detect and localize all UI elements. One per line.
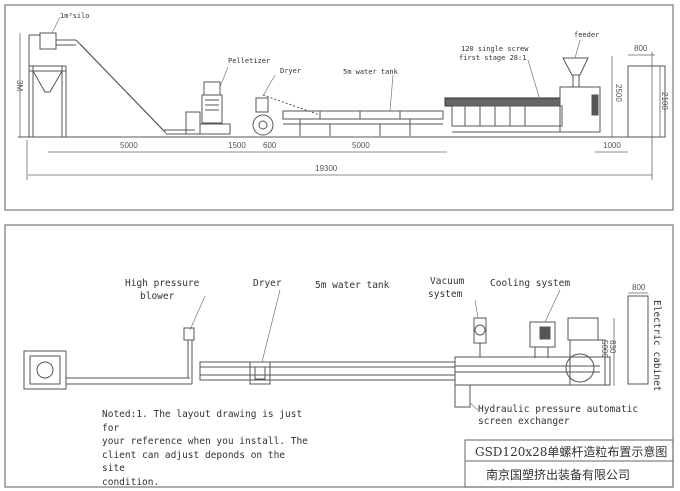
dim-d5: 1000 (603, 141, 621, 150)
label-plan-water-tank: 5m water tank (315, 280, 390, 291)
water-tank-drawing (282, 110, 444, 136)
label-feeder: feeder (574, 31, 600, 39)
dim-cabinet-height: 2100 (660, 92, 669, 110)
plan-dimension-lines (613, 292, 648, 386)
leader-lines (51, 16, 581, 411)
dim-cabinet-width: 800 (634, 44, 648, 53)
label-cabinet: Electric cabinet (651, 300, 662, 392)
label-plan-dryer: Dryer (253, 278, 282, 289)
dim-d4: 5000 (352, 141, 370, 150)
dim-d1: 5000 (120, 141, 138, 150)
label-screen-2: screen exchanger (478, 416, 570, 427)
plan-dryer-drawing (249, 361, 271, 385)
label-dryer: Dryer (280, 67, 302, 75)
label-screen-1: Hydraulic pressure automatic (478, 404, 639, 415)
dim-d2: 1500 (228, 141, 246, 150)
dim-plan-cabinet-width: 800 (632, 283, 646, 292)
label-screw-2: first stage 28:1 (459, 54, 527, 62)
label-screw-1: 120 single screw (461, 45, 529, 53)
label-vacuum-2: system (428, 289, 463, 300)
dryer-drawing (252, 94, 321, 136)
dim-silo-height: 3M (15, 80, 24, 92)
dim-d3: 600 (263, 141, 277, 150)
label-pelletizer: Pelletizer (228, 57, 271, 65)
label-blower-2: blower (140, 291, 175, 302)
plan-line-drawing (199, 317, 611, 408)
plan-blower-drawing (23, 327, 195, 390)
dim-total: 19300 (315, 164, 338, 173)
pelletizer-drawing (185, 81, 231, 135)
installation-note: Noted:1. The layout drawing is just for … (102, 409, 308, 488)
plan-frame (4, 224, 674, 488)
cabinet-drawing (627, 65, 666, 138)
dim-plan-width1: 830 (608, 340, 617, 354)
title-block-lines (464, 439, 674, 488)
company-name: 南京国塑挤出装备有限公司 (486, 468, 631, 482)
conveyor-drawing (75, 39, 195, 135)
top-frame (4, 4, 674, 211)
plan-cabinet-drawing (627, 295, 649, 385)
drawing-title: GSD120x28单螺杆造粒布置示意图 (475, 445, 668, 459)
label-cooling: Cooling system (490, 278, 571, 289)
label-vacuum-1: Vacuum (430, 276, 465, 287)
dim-extruder-height: 2500 (614, 84, 623, 102)
dim-plan-width2: 5000 (600, 340, 609, 358)
silo-drawing (28, 32, 76, 137)
label-blower-1: High pressure (125, 278, 200, 289)
extruder-drawing (444, 57, 601, 133)
label-silo: 1m³silo (60, 12, 90, 20)
top-dimension-lines (19, 33, 661, 180)
label-water-tank: 5m water tank (343, 68, 398, 76)
